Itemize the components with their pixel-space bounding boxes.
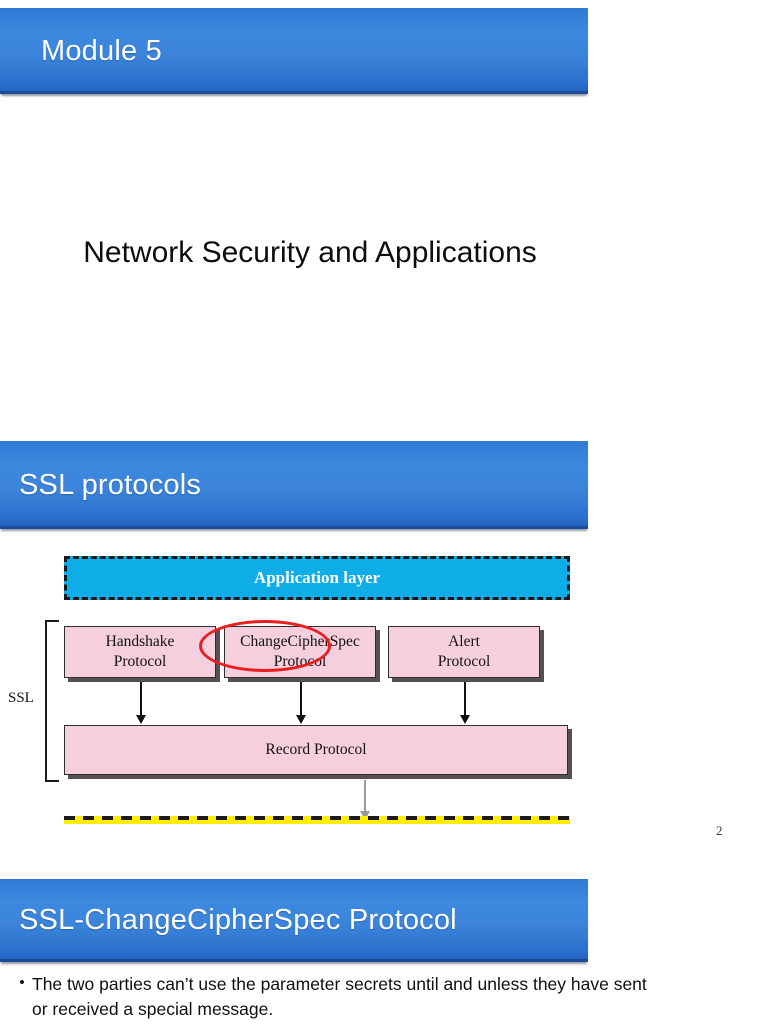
bullet-icon: • bbox=[19, 974, 25, 991]
record-protocol-box: Record Protocol bbox=[64, 725, 568, 775]
slide-title-ssl-protocols: SSL protocols bbox=[19, 468, 202, 501]
list-item: • The two parties can’t use the paramete… bbox=[12, 972, 652, 1022]
handshake-protocol-line-2: Protocol bbox=[113, 653, 167, 670]
slide-header-ssl-changecipherspec: SSL-ChangeCipherSpec Protocol bbox=[0, 879, 588, 962]
ssl-bracket-label: SSL bbox=[8, 690, 34, 706]
bullet-text: The two parties can’t use the parameter … bbox=[32, 974, 647, 1019]
alert-protocol-box: Alert Protocol bbox=[388, 626, 540, 678]
changecipherspec-protocol-box: ChangeCipherSpec Protocol bbox=[224, 626, 376, 678]
slide-header-module-5: Module 5 bbox=[0, 8, 588, 94]
bullet-list: • The two parties can’t use the paramete… bbox=[12, 972, 652, 1022]
record-protocol-label: Record Protocol bbox=[265, 741, 367, 758]
alert-protocol-line-2: Protocol bbox=[437, 653, 491, 670]
alert-protocol-line-1: Alert bbox=[448, 633, 480, 651]
ssl-protocol-stack-diagram: Application layer SSL Handshake Protocol… bbox=[0, 540, 600, 840]
arrow-record-to-transport-icon bbox=[360, 780, 370, 820]
changecipherspec-protocol-line-1: ChangeCipherSpec bbox=[240, 633, 360, 651]
application-layer-label: Application layer bbox=[253, 568, 381, 587]
handshake-protocol-box: Handshake Protocol bbox=[64, 626, 216, 678]
page-title: Network Security and Applications bbox=[83, 236, 537, 269]
slide-title-ssl-changecipherspec: SSL-ChangeCipherSpec Protocol bbox=[19, 904, 457, 936]
application-layer-box: Application layer bbox=[64, 556, 570, 600]
arrow-changecipherspec-to-record-icon bbox=[296, 682, 306, 724]
changecipherspec-protocol-line-2: Protocol bbox=[273, 653, 327, 670]
arrow-alert-to-record-icon bbox=[460, 682, 470, 724]
transport-layer-band bbox=[64, 816, 570, 824]
handshake-protocol-line-1: Handshake bbox=[105, 633, 175, 651]
slide-header-ssl-protocols: SSL protocols bbox=[0, 441, 588, 529]
slide-number: 2 bbox=[716, 823, 723, 838]
ssl-bracket bbox=[45, 620, 59, 782]
slide-title-module-5: Module 5 bbox=[41, 34, 162, 67]
arrow-handshake-to-record-icon bbox=[136, 682, 146, 724]
